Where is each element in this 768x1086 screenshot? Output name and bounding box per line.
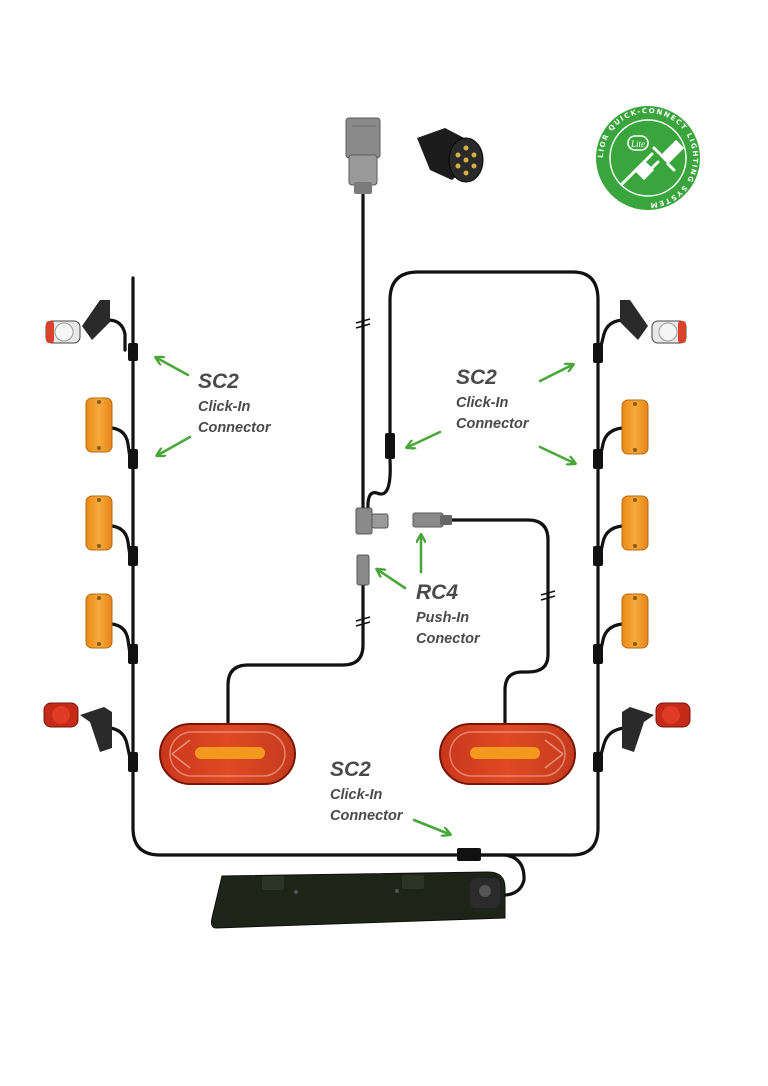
label-title: RC4 — [416, 581, 458, 604]
label-line2: Connector — [456, 416, 530, 432]
right-stub-3 — [598, 524, 624, 558]
sc2-connectors — [128, 343, 603, 861]
arrow-sc2-center — [408, 430, 442, 447]
left-stub-1 — [106, 318, 127, 352]
rc4-connector — [356, 512, 452, 586]
quick-connect-logo-icon: LIOR QUICK-CONNECT LIGHTING SYSTEM Lite — [596, 106, 700, 210]
right-top-marker-lamp — [620, 300, 687, 344]
right-marker-lamp-3 — [621, 593, 649, 649]
label-title: SC2 — [330, 758, 371, 781]
label-sc2-left: SC2 Click-In Connector — [198, 370, 272, 436]
loop-to-tee-wire — [366, 458, 392, 512]
left-trunk-wire — [131, 276, 472, 857]
left-stub-5 — [108, 726, 132, 760]
label-line1: Click-In — [198, 399, 251, 415]
tee-connector — [355, 507, 389, 535]
right-stub-2 — [598, 426, 624, 460]
wiring-harness — [106, 193, 627, 897]
right-bottom-marker-lamp — [622, 702, 691, 752]
arrow-sc2-left-lower — [158, 435, 192, 455]
label-title: SC2 — [198, 370, 239, 393]
label-rc4: RC4 Push-In Conector — [416, 581, 481, 647]
right-tail-wire — [448, 518, 550, 730]
label-sc2-right: SC2 Click-In Connector — [456, 366, 530, 432]
left-tail-wire — [226, 583, 365, 730]
right-stub-5 — [598, 726, 626, 760]
left-marker-lamp-3 — [85, 593, 113, 649]
right-loop-wire — [388, 270, 600, 857]
label-line1: Click-In — [330, 787, 383, 803]
label-line2: Connector — [330, 808, 404, 824]
label-line2: Connector — [198, 420, 272, 436]
label-title: SC2 — [456, 366, 497, 389]
right-marker-lamp-1 — [621, 399, 649, 455]
right-stub-1 — [598, 318, 627, 352]
arrow-rc4-left — [378, 570, 407, 590]
lightbar-wire — [468, 853, 526, 897]
left-stub-3 — [110, 524, 132, 558]
left-marker-lamp-1 — [85, 397, 113, 453]
lightbar-plate — [211, 871, 506, 929]
left-marker-lamp-2 — [85, 495, 113, 551]
callout-arrows — [157, 358, 574, 834]
label-sc2-bottom: SC2 Click-In Connector — [330, 758, 404, 824]
plug-connector-icon — [417, 128, 484, 183]
right-tail-lamp — [439, 723, 576, 785]
label-line2: Conector — [416, 631, 481, 647]
label-line1: Push-In — [416, 610, 469, 626]
arrow-sc2-right-upper — [538, 365, 572, 383]
left-stub-4 — [110, 622, 132, 656]
arrow-sc2-left-upper — [157, 358, 190, 377]
trailer-plug-icon — [345, 117, 381, 194]
left-bottom-marker-lamp — [43, 702, 112, 752]
arrow-sc2-bottom — [412, 818, 449, 834]
left-tail-lamp — [159, 723, 296, 785]
left-top-marker-lamp — [45, 300, 110, 344]
arrow-sc2-right-lower — [538, 445, 574, 463]
logo-badge-text: Lite — [630, 139, 645, 149]
right-marker-lamp-2 — [621, 495, 649, 551]
left-stub-2 — [110, 426, 132, 460]
right-stub-4 — [598, 622, 624, 656]
label-line1: Click-In — [456, 395, 509, 411]
